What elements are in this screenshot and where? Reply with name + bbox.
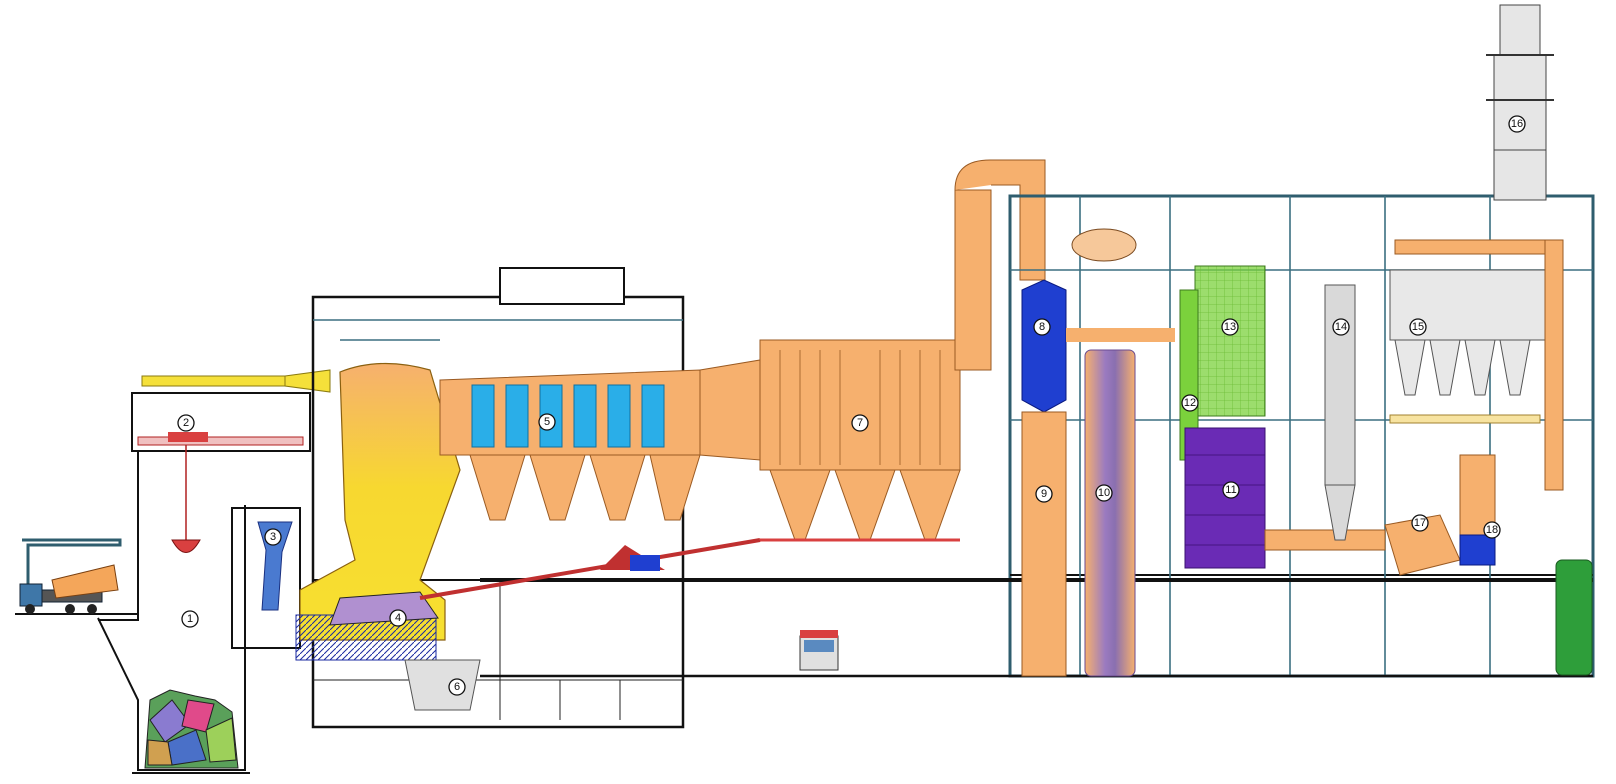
svg-text:10: 10 [1098,487,1110,499]
spray-dryer-absorber [759,339,961,542]
svg-text:17: 17 [1414,517,1426,529]
svg-text:15: 15 [1412,321,1424,333]
waste-bunker [97,452,250,774]
svg-text:8: 8 [1039,321,1045,333]
induced-draft-fan [1384,454,1496,576]
feed-hopper [231,507,301,649]
callout-16: 16 [1508,115,1526,133]
callout-4: 4 [389,609,407,627]
callout-10: 10 [1095,484,1113,502]
callout-15: 15 [1409,318,1427,336]
callout-9: 9 [1035,485,1053,503]
svg-text:18: 18 [1486,524,1498,536]
callout-labels: 1 2 3 4 5 6 7 8 9 10 11 12 13 14 15 16 1… [177,115,1526,696]
svg-text:4: 4 [395,612,401,624]
scrubber-column [1021,279,1175,677]
economizer [439,369,701,521]
storage-tank [1071,228,1137,262]
callout-18: 18 [1483,521,1501,539]
truck-icon [799,630,839,671]
callout-8: 8 [1033,318,1051,336]
svg-text:12: 12 [1184,397,1196,409]
callout-5: 5 [538,413,556,431]
reactor-tower [1084,349,1136,677]
waste-crane [131,369,331,553]
delivery-area [15,538,138,615]
adsorber-column [1324,284,1356,541]
waste-pile [144,689,239,769]
svg-text:3: 3 [270,531,276,543]
sorbent-system [1179,265,1266,461]
callout-13: 13 [1221,318,1239,336]
bottom-ash-conveyor [404,538,761,711]
riser-duct [954,159,1046,371]
svg-text:13: 13 [1224,321,1236,333]
svg-text:11: 11 [1225,484,1236,496]
callout-14: 14 [1332,318,1350,336]
boiler-house-frame [311,267,685,729]
dump-truck-icon [19,564,119,614]
fabric-filter [1389,239,1564,491]
svg-text:9: 9 [1041,488,1047,500]
furnace-boiler [295,362,461,661]
svg-text:6: 6 [454,681,460,693]
svg-text:2: 2 [183,417,189,429]
svg-text:14: 14 [1335,321,1347,333]
scr-catalyst [1184,427,1386,569]
svg-text:16: 16 [1511,118,1523,130]
svg-text:7: 7 [857,417,863,429]
svg-text:1: 1 [187,613,193,625]
callout-2: 2 [177,414,195,432]
callout-1: 1 [181,610,199,628]
green-tank [1555,559,1593,676]
flue-duct-1 [699,359,761,461]
stack [1486,4,1554,201]
svg-text:5: 5 [544,416,550,428]
callout-17: 17 [1411,514,1429,532]
callout-12: 12 [1181,394,1199,412]
callout-11: 11 [1222,481,1240,499]
callout-6: 6 [448,678,466,696]
callout-7: 7 [851,414,869,432]
callout-3: 3 [264,528,282,546]
